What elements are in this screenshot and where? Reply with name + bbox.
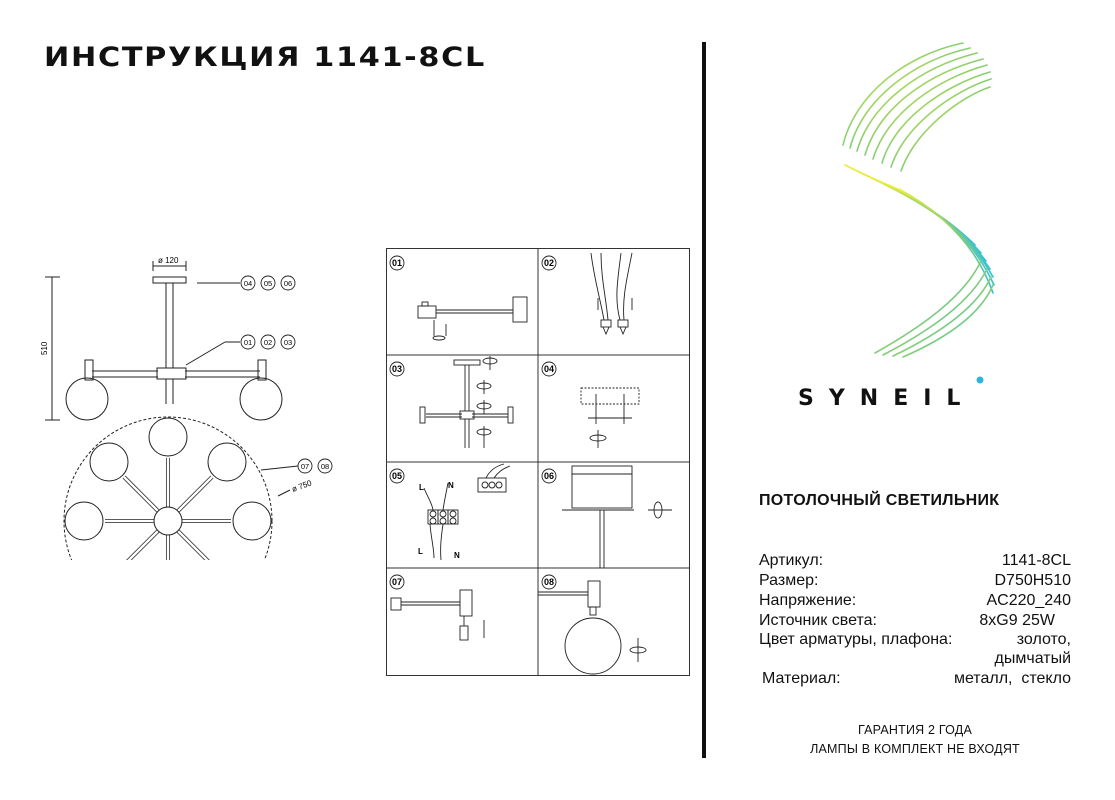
spec-row-material: Материал: металл, стекло [762,670,1071,690]
wire-label-n-top: N [448,481,454,490]
footer-notes: ГАРАНТИЯ 2 ГОДА ЛАМПЫ В КОМПЛЕКТ НЕ ВХОД… [760,723,1070,761]
spec-value: золото, [1016,631,1071,648]
callout-03: 03 [284,338,292,347]
spec-value: AC220_240 [986,592,1071,609]
bulbs-note: ЛАМПЫ В КОМПЛЕКТ НЕ ВХОДЯТ [810,742,1020,756]
callout-05: 05 [264,279,272,288]
document-title: ИНСТРУКЦИЯ 1141-8CL [44,42,486,73]
spec-label: Напряжение: [759,592,857,609]
wire-label-l-bottom: L [418,547,423,556]
spec-row-color-continued: дымчатый [759,650,1071,670]
dim-top-label: ø 120 [158,256,179,265]
step-07-number: 07 [392,577,402,587]
spec-value: 8xG9 25W [979,612,1055,629]
dim-height-label: 510 [40,341,49,355]
spec-label: Цвет арматуры, плафона: [759,631,953,648]
installation-steps-grid: 01 02 03 04 05 06 07 08 [386,248,690,676]
brand-logo-mark [842,42,995,358]
product-drawing: ø 120 510 ø 750 04 05 06 01 02 03 07 08 [40,256,333,560]
step-04-number: 04 [544,364,554,374]
spec-row-color: Цвет арматуры, плафона: золото, [759,631,1071,651]
brand-name: SYNEIL [798,386,976,411]
callout-08: 08 [321,462,329,471]
wire-label-n-bottom: N [454,551,460,560]
wire-label-l-top: L [419,483,424,492]
vertical-divider [702,42,706,758]
step-02-number: 02 [544,258,554,268]
step-03-number: 03 [392,364,402,374]
step-05-number: 05 [392,471,402,481]
dim-diameter-label: ø 750 [291,478,314,494]
callout-07: 07 [301,462,309,471]
spec-value: металл, стекло [953,670,1071,687]
spec-label: Размер: [759,572,819,589]
callout-06: 06 [284,279,292,288]
spec-label: Материал: [762,670,841,687]
spec-label: Источник света: [759,612,877,629]
spec-value: 1141-8CL [1001,552,1071,569]
spec-value: дымчатый [994,650,1071,667]
product-type-heading: ПОТОЛОЧНЫЙ СВЕТИЛЬНИК [759,492,1000,509]
spec-value: D750H510 [994,572,1072,589]
step-06-number: 06 [544,471,554,481]
spec-row-light-source: Источник света: 8xG9 25W [759,612,1071,632]
spec-row-article: Артикул: 1141-8CL [759,552,1071,572]
step-08-number: 08 [544,577,554,587]
brand-dot-icon [976,376,984,384]
callout-04: 04 [244,279,252,288]
spec-row-voltage: Напряжение: AC220_240 [759,592,1071,612]
warranty-note: ГАРАНТИЯ 2 ГОДА [858,723,972,737]
callout-01: 01 [244,338,252,347]
step-01-number: 01 [392,258,402,268]
spec-row-size: Размер: D750H510 [759,572,1071,592]
callout-02: 02 [264,338,272,347]
spec-label: Артикул: [759,552,824,569]
